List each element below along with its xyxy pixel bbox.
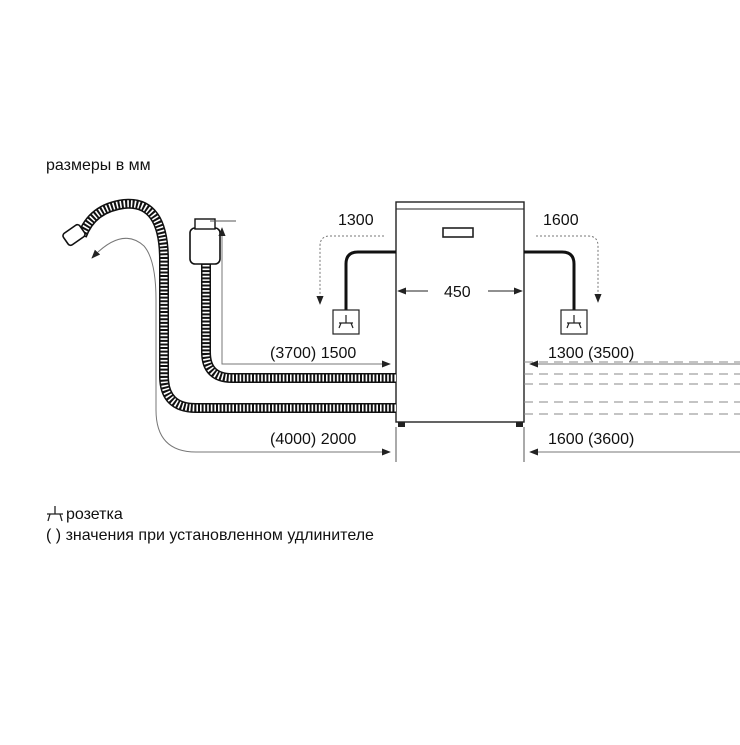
dishwasher-width: 450 — [444, 284, 471, 301]
control-panel-icon — [442, 227, 474, 238]
legend-paren-label: значения при установленном удлинителе — [65, 527, 374, 544]
legend-paren-symbol: ( ) — [46, 527, 62, 544]
legend-socket: розетка — [46, 506, 123, 524]
right-dimensions — [395, 360, 740, 462]
dishwasher — [395, 201, 525, 427]
inlet-hose-length: (4000) 2000 — [270, 431, 357, 448]
right-upper-length: 1300 (3500) — [548, 345, 635, 362]
right-cable-length: 1600 — [543, 212, 579, 229]
left-cable-length: 1300 — [338, 212, 374, 229]
right-lower-length: 1600 (3600) — [548, 431, 635, 448]
left-foot-icon — [398, 422, 405, 427]
drain-hose-length: (3700) 1500 — [270, 345, 357, 362]
right-foot-icon — [516, 422, 523, 427]
legend-socket-icon — [47, 506, 63, 522]
aquastop-valve-icon — [189, 227, 221, 265]
left-power-cable — [316, 235, 396, 335]
right-cable-dimension — [536, 235, 602, 303]
units-note: размеры в мм — [46, 157, 151, 174]
right-socket-icon — [560, 309, 588, 335]
inlet-hose-dimension — [91, 237, 391, 456]
hose-connector-icon — [62, 223, 86, 247]
legend-socket-label: розетка — [66, 506, 123, 523]
inlet-hose — [62, 198, 396, 456]
right-power-cable — [524, 235, 602, 335]
dishwasher-outline — [395, 201, 525, 423]
legend-parentheses: ( ) значения при установленном удлинител… — [46, 527, 374, 545]
left-cable-dimension — [316, 235, 384, 305]
